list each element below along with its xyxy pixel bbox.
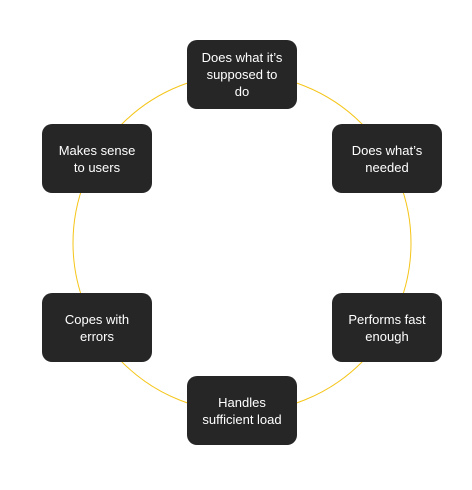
node-label: Does what it’s supposed to do — [201, 50, 283, 99]
node-does-whats-needed: Does what’s needed — [332, 124, 442, 193]
node-makes-sense-to-users: Makes sense to users — [42, 124, 152, 193]
node-label: Handles sufficient load — [202, 394, 282, 427]
node-copes-with-errors: Copes with errors — [42, 293, 152, 362]
node-handles-sufficient-load: Handles sufficient load — [187, 376, 297, 445]
node-does-what-its-supposed-to-do: Does what it’s supposed to do — [187, 40, 297, 109]
node-label: Does what’s needed — [351, 142, 423, 175]
node-label: Makes sense to users — [58, 142, 136, 175]
node-performs-fast-enough: Performs fast enough — [332, 293, 442, 362]
node-label: Performs fast enough — [348, 311, 426, 344]
node-label: Copes with errors — [64, 311, 130, 344]
